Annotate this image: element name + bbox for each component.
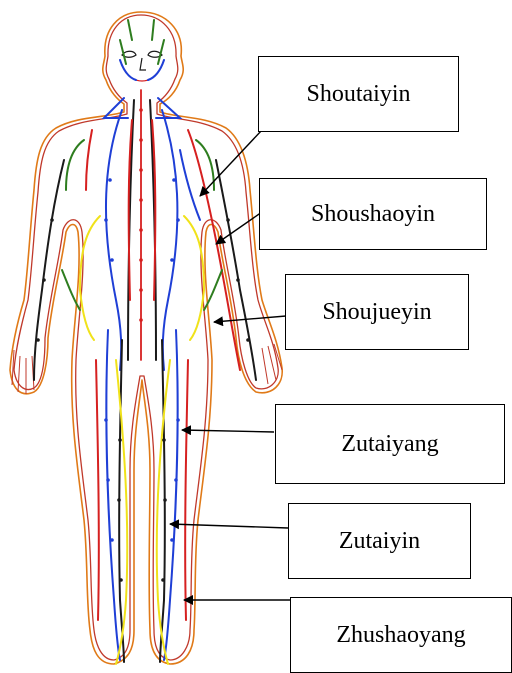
acupoint-dots [36, 108, 250, 582]
label-zutaiyin: Zutaiyin [288, 503, 471, 579]
channel-left-arm-green [66, 140, 84, 190]
arrow-zutaiyang [182, 430, 274, 432]
label-zutaiyang: Zutaiyang [275, 404, 505, 484]
arrow-zutaiyin [170, 524, 288, 528]
label-shoujueyin: Shoujueyin [285, 274, 469, 350]
channel-left-arm-red [86, 130, 92, 190]
channel-right-leg-blue [164, 330, 178, 660]
channel-left-leg-red [96, 360, 99, 620]
label-shoushaoyin: Shoushaoyin [259, 178, 487, 250]
channel-blue-neck [104, 98, 180, 118]
meridian-channels [34, 20, 256, 664]
channel-right-leg-red [185, 360, 188, 620]
body-outline [10, 12, 282, 664]
arrow-shoujueyin [214, 316, 286, 322]
body-outline-outer [10, 12, 282, 664]
face-details [122, 51, 162, 81]
nose [140, 58, 146, 70]
label-shoutaiyin: Shoutaiyin [258, 56, 459, 132]
body-outline-inner [14, 15, 278, 660]
label-zhushaoyang: Zhushaoyang [290, 597, 512, 673]
